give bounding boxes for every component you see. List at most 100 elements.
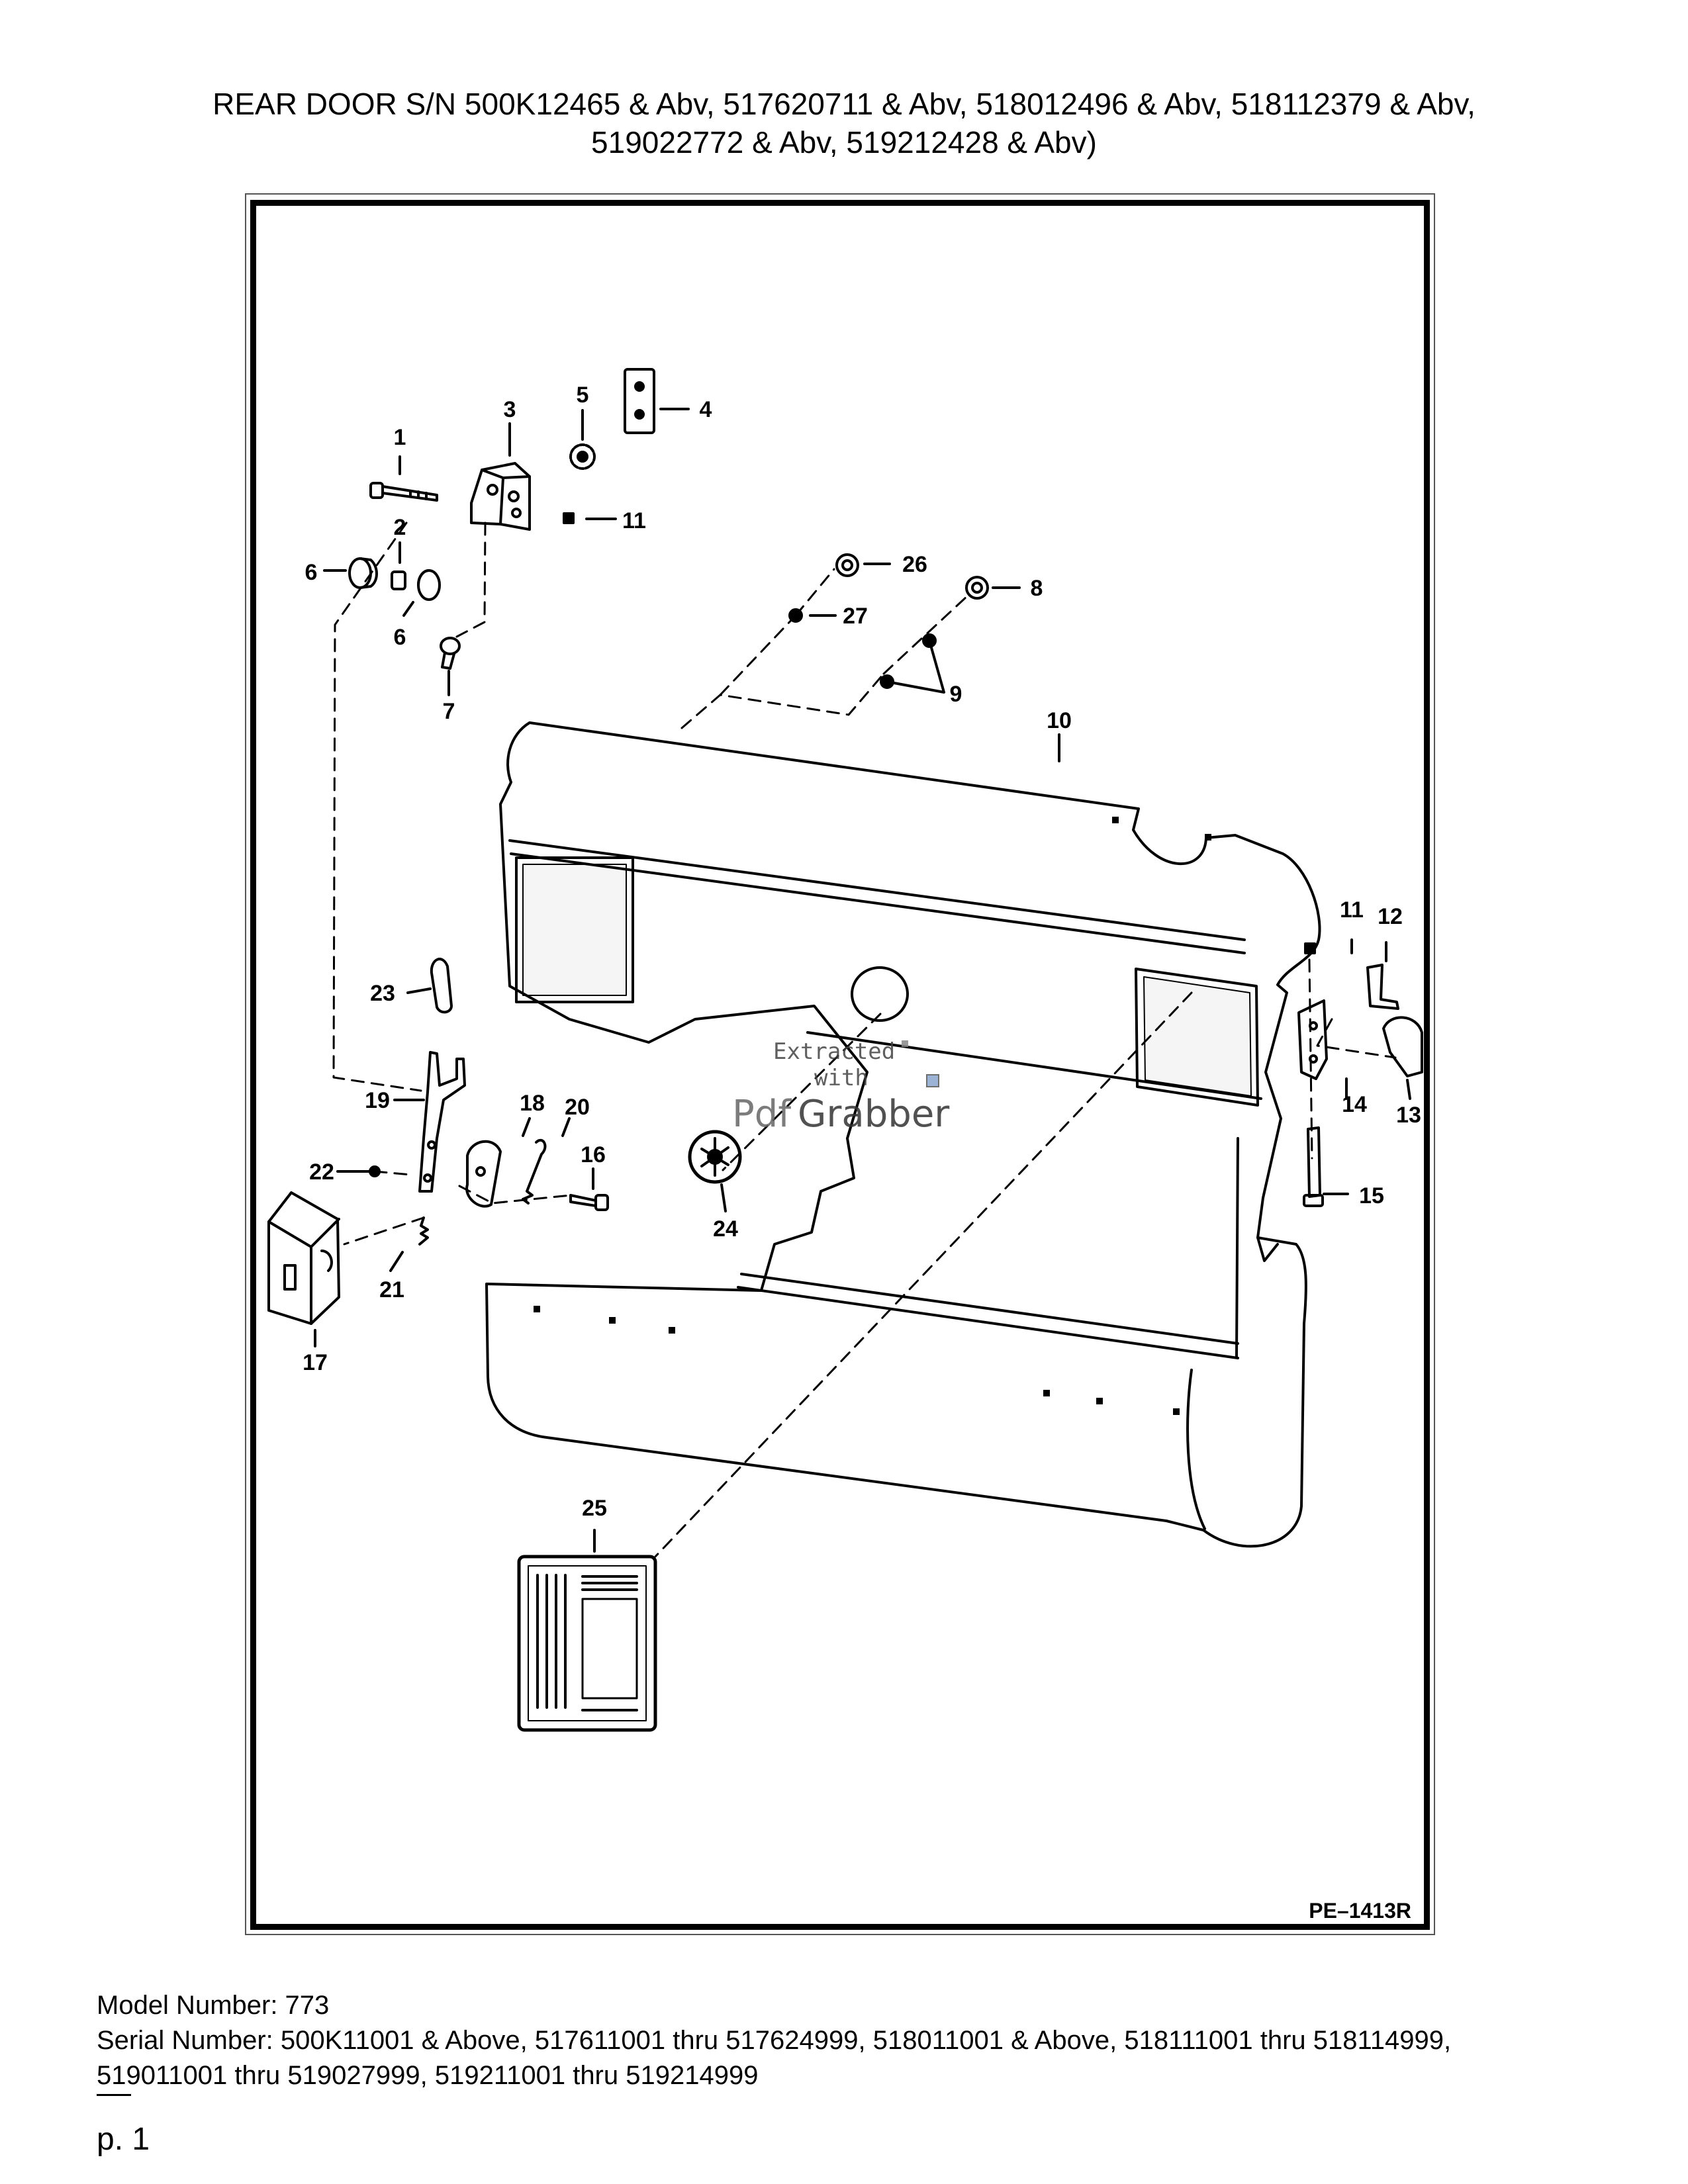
callout-tick (1406, 1079, 1411, 1100)
drawing-code: PE–1413R (1309, 1899, 1411, 1923)
door-panel-lower-crease (740, 1273, 1239, 1345)
callout-label: 16 (581, 1142, 606, 1167)
callout-tick (720, 1183, 727, 1212)
callout-label: 1 (394, 425, 406, 450)
mount-hole (1096, 1398, 1103, 1404)
callout-label: 6 (394, 625, 406, 650)
hinge-part-14 (1297, 999, 1328, 1080)
hinge-bracket-part-3 (470, 462, 531, 531)
hinge-pin-part-15 (1303, 1126, 1324, 1207)
door-panel-hole (851, 966, 909, 1022)
serial-number-line-2: 519011001 thru 519027999, 519211001 thru… (97, 2061, 759, 2090)
callout-label: 21 (379, 1277, 404, 1302)
door-panel-lower-crease-2 (737, 1286, 1239, 1359)
callout-label: 26 (902, 552, 927, 577)
page-title-line-2: 519022772 & Abv, 519212428 & Abv) (591, 125, 1097, 159)
nut-part-11 (563, 512, 575, 524)
spring-part-21 (418, 1216, 429, 1246)
rivet-part-27 (788, 608, 803, 623)
handle-part-24 (688, 1130, 742, 1184)
latch-cam-part-18 (465, 1140, 502, 1208)
leader-line (1316, 1018, 1397, 1059)
callout-label: 11 (622, 508, 646, 533)
callout-tick (406, 987, 432, 994)
bumper-part-6 (348, 557, 378, 589)
page-number: p. 1 (97, 2122, 150, 2157)
callout-label: 9 (950, 682, 962, 707)
nut-part-26 (835, 553, 859, 577)
latch-lever-part-19 (418, 1051, 466, 1193)
plate-part-4 (624, 368, 655, 434)
door-window-right-inner (1143, 976, 1252, 1097)
callout-tick (402, 601, 414, 617)
mount-hole (1112, 817, 1119, 823)
leader-line (794, 568, 835, 617)
callout-label: 11 (1340, 897, 1364, 923)
leader-line (722, 1013, 882, 1171)
model-number: Model Number: 773 (97, 1991, 330, 2020)
clip-part-12 (1366, 964, 1399, 1010)
door-panel (485, 721, 1321, 1548)
leader-line (343, 1216, 425, 1246)
callout-label: 23 (370, 981, 395, 1006)
diagram-outer-frame (245, 193, 1435, 1935)
nut-part-8 (965, 576, 989, 600)
callout-label: 7 (443, 699, 455, 724)
spacer-part-2 (391, 570, 406, 590)
door-panel-mid-crease (806, 1031, 1262, 1100)
door-panel-bottom-curve (1186, 1369, 1206, 1530)
bumper-part-6b (417, 569, 441, 601)
mount-hole (1043, 1390, 1050, 1396)
footer-divider (97, 2094, 131, 2096)
callout-label: 17 (303, 1350, 328, 1375)
watermark-line-1: Extracted (773, 1038, 895, 1065)
callout-label: 19 (365, 1088, 390, 1113)
callout-label: 4 (700, 397, 712, 422)
watermark-icon-small (902, 1040, 908, 1047)
bolt-part-1 (369, 482, 438, 502)
leader-line (373, 1170, 412, 1176)
watermark-icon (926, 1074, 939, 1087)
callout-tick (561, 1117, 571, 1137)
callout-label: 5 (577, 383, 589, 408)
door-window-left (515, 856, 634, 1003)
leader-line (455, 522, 487, 638)
watermark-brand-suffix: Grabber (798, 1093, 950, 1136)
leader-line (882, 594, 969, 675)
callout-label: 13 (1396, 1103, 1421, 1128)
catch-part-13 (1382, 1016, 1423, 1077)
mount-hole (669, 1327, 675, 1334)
callout-label: 14 (1342, 1092, 1367, 1117)
callout-label: 25 (582, 1496, 607, 1521)
knob-part-23 (430, 958, 453, 1014)
mount-hole (1173, 1408, 1180, 1415)
mount-hole (609, 1317, 616, 1324)
callout-label: 22 (309, 1160, 334, 1185)
door-window-right (1135, 968, 1259, 1107)
callout-label: 8 (1031, 576, 1043, 601)
callout-label: 12 (1378, 904, 1403, 929)
spring-part-20 (522, 1138, 547, 1205)
bolt-part-16 (569, 1194, 609, 1211)
callout-label: 6 (305, 560, 318, 585)
leader-line (654, 991, 1193, 1558)
pdfgrabber-watermark: Extracted with Pdf Grabber (732, 1038, 950, 1136)
door-window-left-inner (522, 864, 627, 996)
bolt-part-7 (440, 637, 461, 670)
callout-label: 2 (394, 515, 406, 540)
callout-tick (522, 1117, 531, 1137)
mount-hole (1205, 834, 1211, 841)
leader-line (680, 672, 885, 729)
door-panel-lower-side (1235, 1137, 1239, 1358)
diagram-frame (250, 200, 1430, 1930)
striker-housing-part-17 (267, 1191, 340, 1325)
lock-washer-part-5 (569, 443, 596, 470)
leader-line (719, 614, 797, 696)
callout-9-bracket (886, 639, 945, 694)
callout-label: 15 (1359, 1183, 1384, 1208)
watermark-brand-prefix: Pdf (732, 1093, 792, 1136)
callout-label: 3 (504, 397, 516, 422)
callout-label: 10 (1047, 708, 1072, 733)
callout-label: 20 (565, 1095, 590, 1120)
